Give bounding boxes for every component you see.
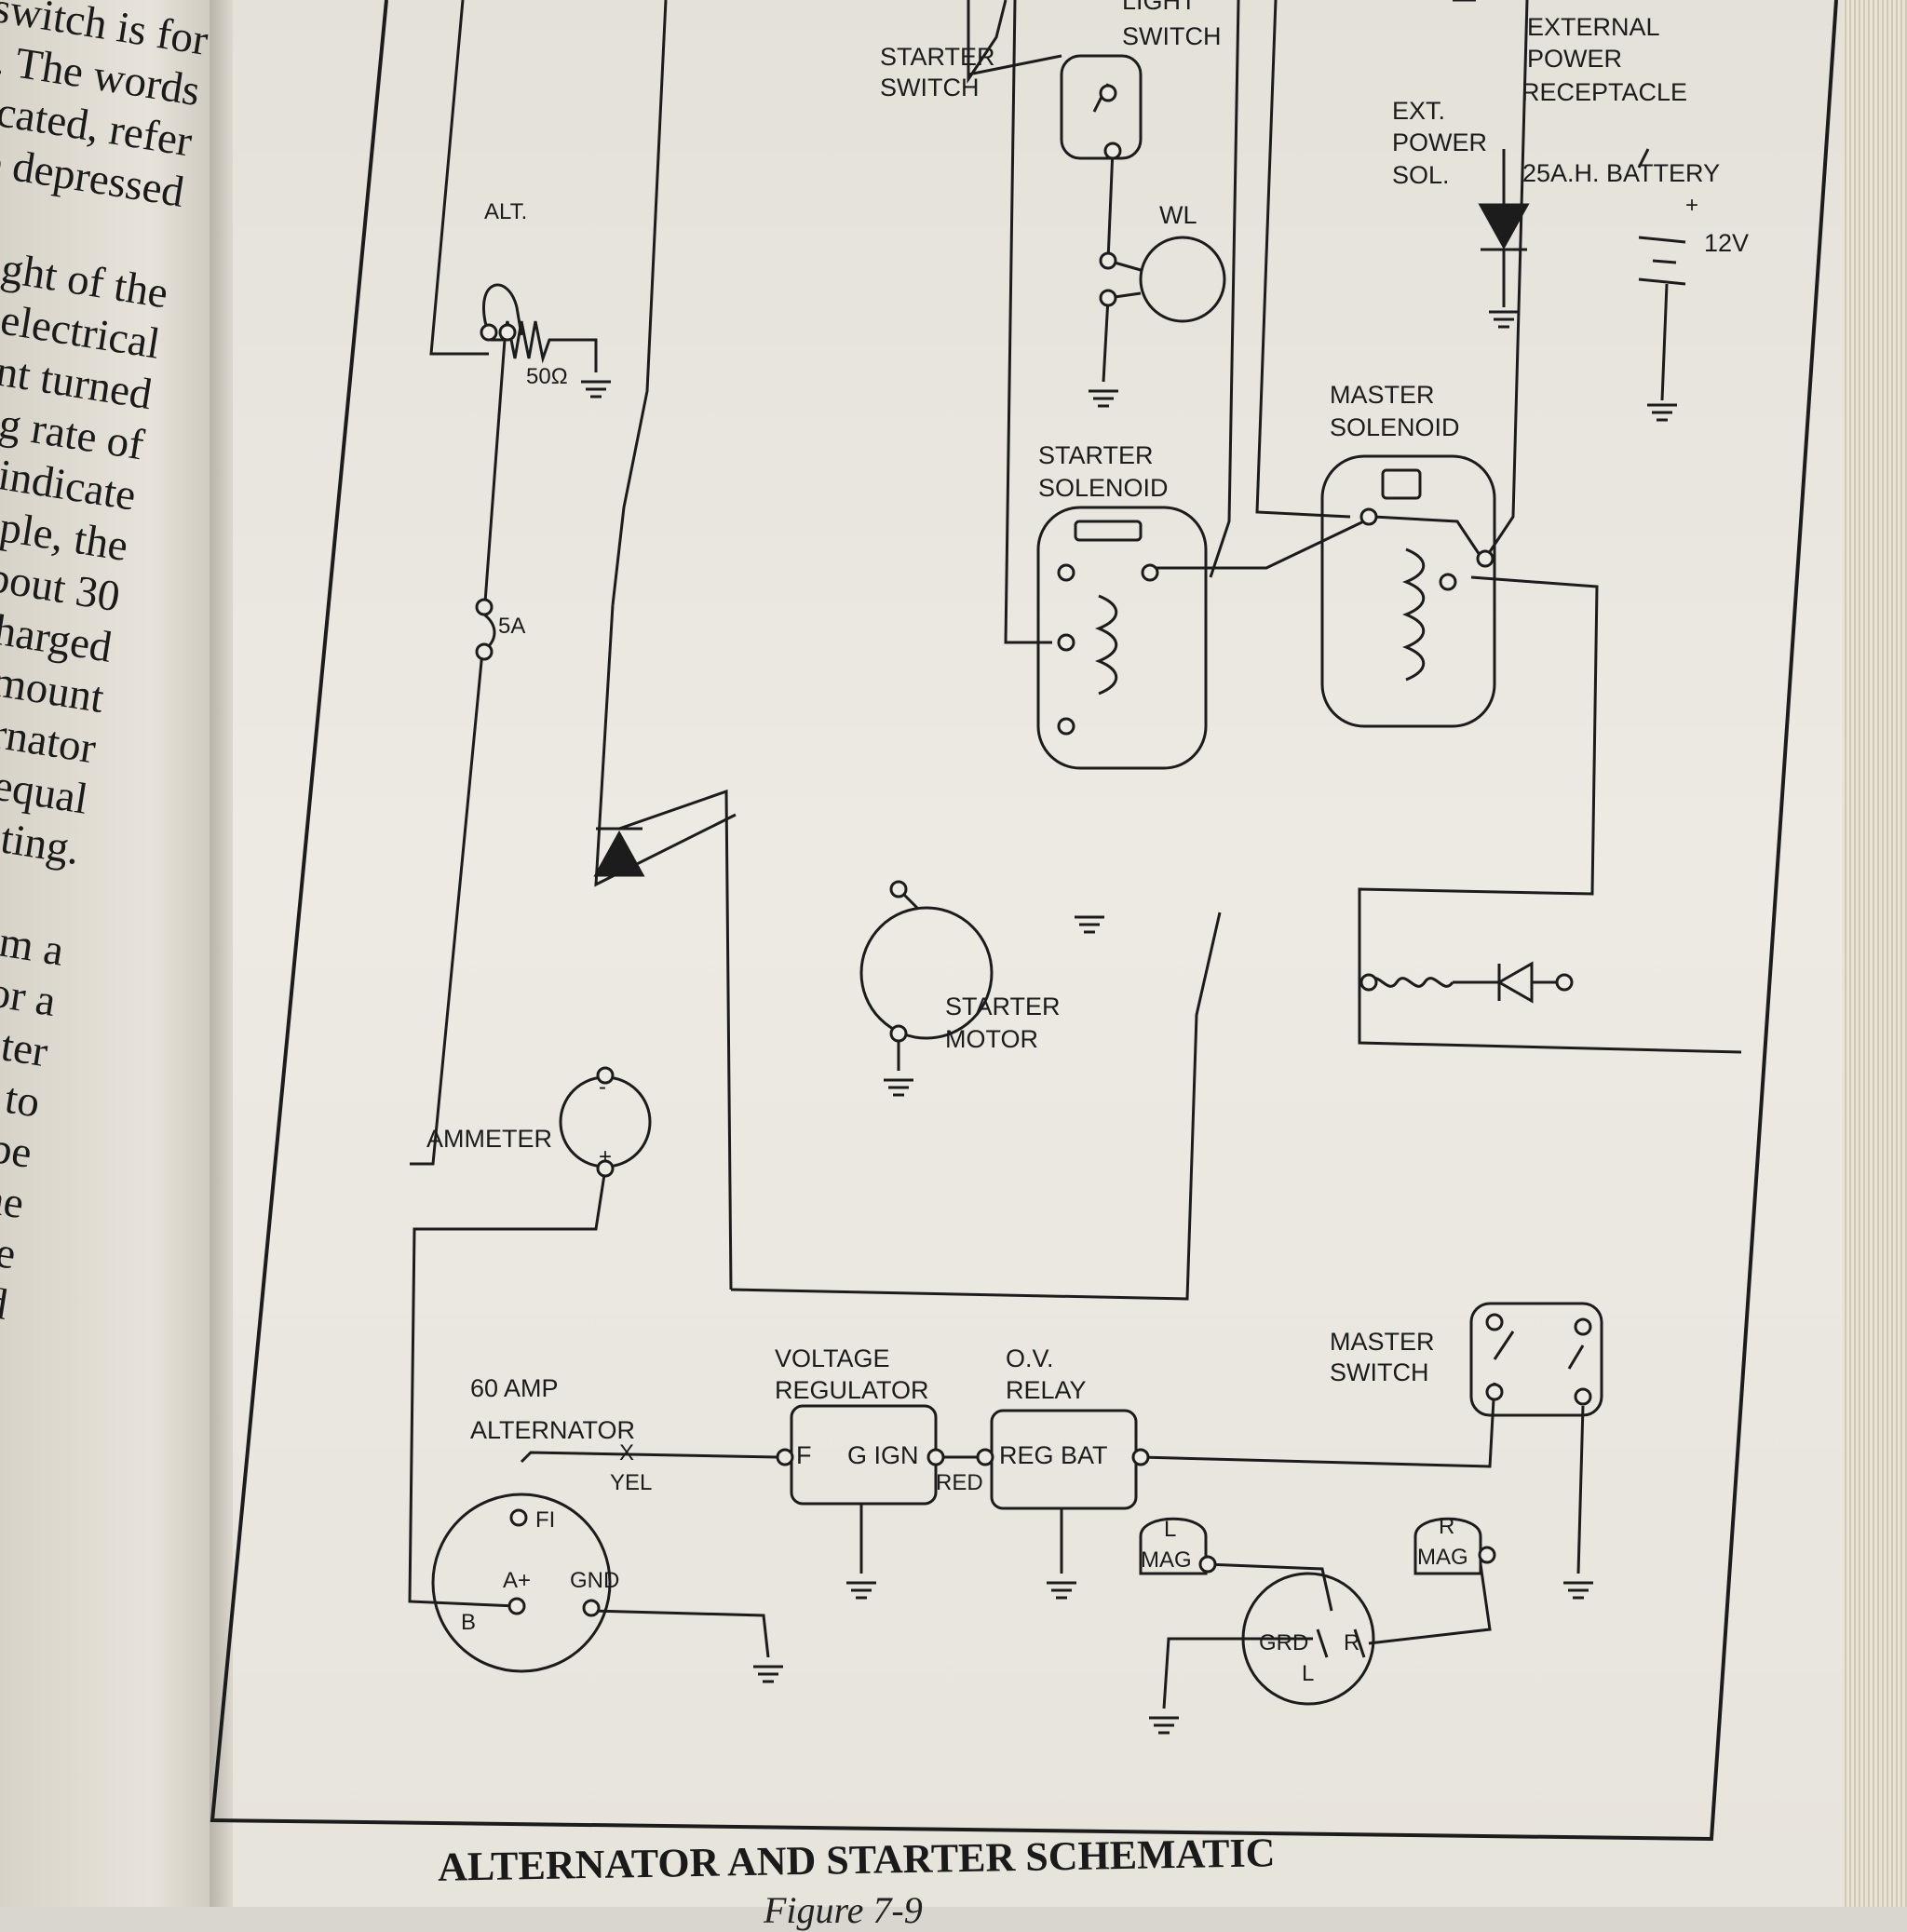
alternator-label-1: 60 AMP — [470, 1374, 559, 1402]
master-switch-label-2: SWITCH — [1330, 1358, 1428, 1386]
relay-reg-bat-terminals: REG BAT — [999, 1441, 1108, 1469]
ext-power-sol-label-2: POWER — [1392, 128, 1487, 156]
ext-power-sol-label-3: SOL. — [1392, 161, 1450, 189]
figure-number: Figure 7-9 — [764, 1889, 923, 1931]
master-switch-label-1: MASTER — [1330, 1328, 1435, 1356]
starter-motor-label-1: STARTER — [945, 993, 1061, 1020]
alternator-a-plus-terminal: A+ — [503, 1568, 531, 1593]
external-power-label-2: POWER — [1527, 45, 1622, 73]
alternator-b-terminal: B — [461, 1610, 476, 1635]
ammeter-label: AMMETER — [426, 1125, 552, 1153]
battery-label: 25A.H. BATTERY — [1522, 159, 1720, 187]
external-power-label-1: EXTERNAL — [1527, 13, 1660, 41]
l-mag-label-1: L — [1164, 1517, 1176, 1542]
starter-motor-label-2: MOTOR — [945, 1025, 1038, 1053]
resistor-label: 50Ω — [526, 364, 568, 389]
page-edges — [1842, 0, 1907, 1907]
battery-voltage-label: 12V — [1704, 229, 1749, 257]
ignition-grd-label: GRD — [1259, 1630, 1308, 1655]
master-solenoid-label-1: MASTER — [1330, 381, 1435, 409]
battery-plus-label: + — [1685, 193, 1698, 218]
alternator-label-2: ALTERNATOR — [470, 1416, 635, 1444]
alternator-gnd-terminal: GND — [570, 1568, 619, 1593]
voltage-regulator-label-1: VOLTAGE — [775, 1344, 890, 1372]
terminals — [475, 84, 1592, 1617]
r-mag-label-2: MAG — [1417, 1545, 1468, 1570]
ov-relay-label-1: O.V. — [1006, 1344, 1054, 1372]
ignition-r-label: R — [1344, 1630, 1359, 1655]
wire-yel-label: YEL — [610, 1470, 652, 1495]
master-solenoid-label-2: SOLENOID — [1330, 413, 1460, 441]
ammeter-minus-label: - — [599, 1074, 606, 1100]
wl-label: WL — [1159, 201, 1197, 229]
wires — [408, 0, 1742, 1709]
voltage-regulator-label-2: REGULATOR — [775, 1376, 929, 1404]
wire-red-label: RED — [936, 1470, 983, 1495]
light-switch-label-2: SWITCH — [1122, 22, 1221, 50]
ignition-l-label: L — [1302, 1661, 1314, 1686]
external-power-label-3: RECEPTACLE — [1522, 78, 1687, 106]
starter-solenoid-label-2: SOLENOID — [1038, 474, 1169, 502]
starter-solenoid-label-1: STARTER — [1038, 441, 1154, 469]
light-switch-label-1: LIGHT — [1122, 0, 1197, 15]
ground-symbols — [579, 310, 1679, 1735]
schematic-border — [210, 0, 1838, 1842]
alt-label: ALT. — [484, 199, 527, 224]
ext-power-sol-label-1: EXT. — [1392, 97, 1445, 125]
r-mag-label-1: R — [1439, 1514, 1454, 1539]
fuse-label: 5A — [498, 614, 525, 639]
starter-switch-label-1: STARTER — [880, 43, 995, 71]
regulator-g-ign-terminals: G IGN — [847, 1441, 919, 1469]
ammeter-plus-label: + — [599, 1144, 612, 1169]
regulator-f-terminal: F — [796, 1441, 812, 1469]
l-mag-label-2: MAG — [1141, 1547, 1192, 1573]
starter-switch-label-2: SWITCH — [880, 74, 979, 101]
ov-relay-label-2: RELAY — [1006, 1376, 1087, 1404]
alternator-fi-terminal: FI — [535, 1507, 555, 1533]
wire-x-label: X — [619, 1440, 634, 1466]
